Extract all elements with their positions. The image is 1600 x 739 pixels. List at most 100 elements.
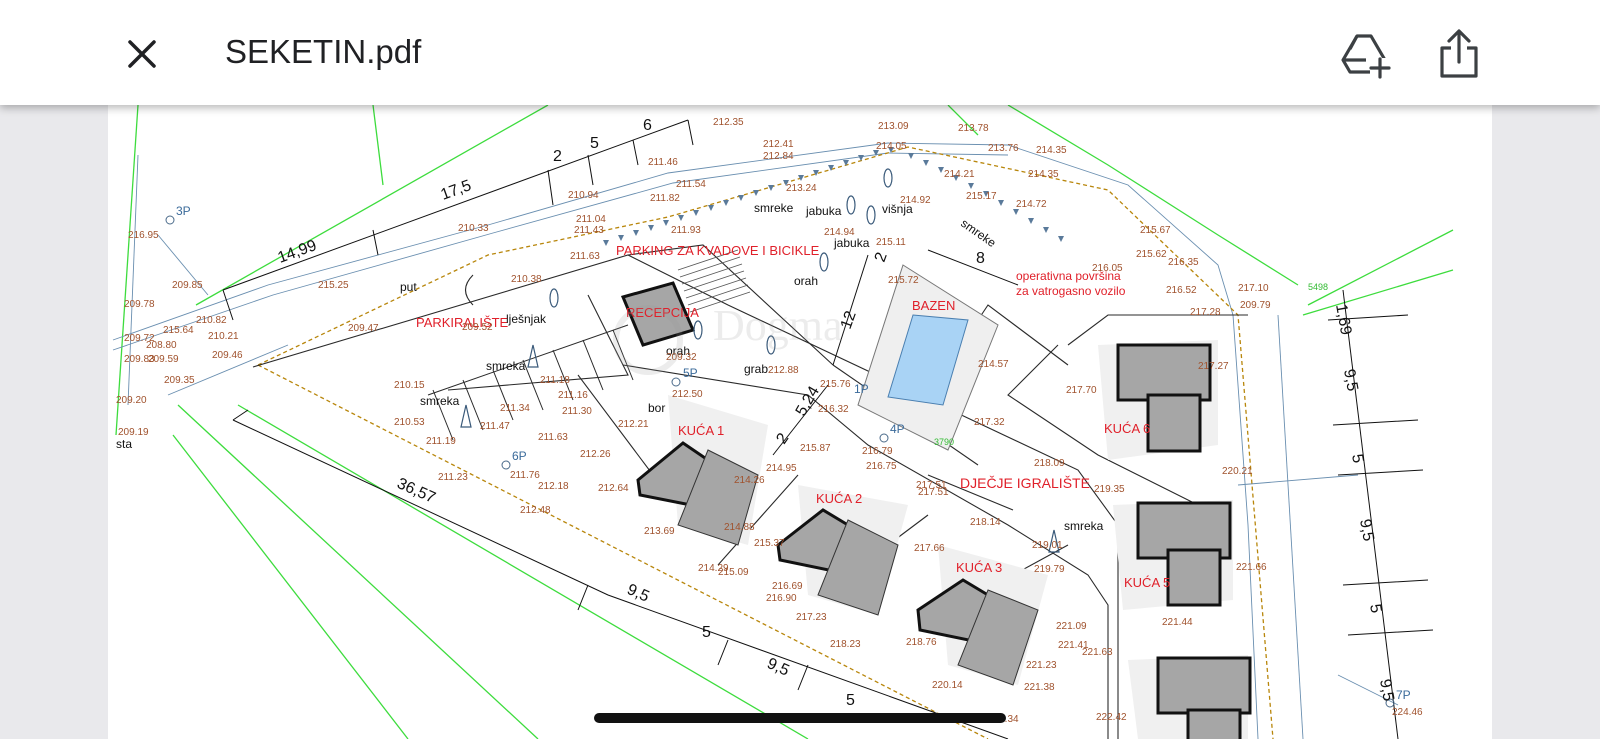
elevation-label: 211.16	[558, 390, 588, 401]
parcel-lines	[112, 142, 1399, 739]
elevation-label: 215.62	[1136, 249, 1167, 260]
zone-parking-bikes: PARKING ZA KVADOVE I BICIKLE	[616, 243, 820, 258]
dim-1-69: 1,69	[1332, 303, 1354, 337]
label-smreka-3: smreka	[1064, 519, 1104, 533]
pdf-page[interactable]: PARKING ZA KVADOVE I BICIKLE RECEPCIJA P…	[108, 105, 1492, 739]
elevation-label: 212.21	[618, 419, 649, 430]
elevation-label: 212.18	[538, 481, 569, 492]
document-title: SEKETIN.pdf	[225, 33, 422, 70]
share-button[interactable]	[1434, 26, 1484, 82]
elevation-label: 216.75	[866, 461, 897, 472]
label-6p: 6P	[512, 449, 527, 463]
elevation-label: 221.09	[1056, 621, 1087, 632]
document-viewer[interactable]: PARKING ZA KVADOVE I BICIKLE RECEPCIJA P…	[0, 105, 1600, 739]
label-orah: orah	[794, 274, 818, 288]
elevation-label: 211.54	[676, 179, 706, 190]
dimension-lines	[222, 119, 1434, 739]
elevation-label: 211.63	[570, 251, 600, 262]
elevation-label: 210.15	[394, 380, 425, 391]
elevation-label: 215.76	[820, 379, 851, 390]
elevation-label: 214.92	[900, 195, 931, 206]
elevation-label: 211.63	[538, 432, 568, 443]
parcel-numbers: 5498 3790	[934, 282, 1328, 447]
label-jabuka-2: jabuka	[833, 236, 870, 250]
dim-5b: 5	[702, 624, 711, 641]
elevation-label: 210.94	[568, 190, 599, 201]
zone-fire-access-2: za vatrogasno vozilo	[1016, 284, 1126, 298]
elevation-label: 215.64	[163, 325, 194, 336]
zone-house-3: KUĆA 3	[956, 560, 1002, 575]
elevation-label: 209.35	[164, 375, 195, 386]
elevation-label: 210.33	[458, 223, 489, 234]
elevation-label: 221.38	[1024, 682, 1055, 693]
elevation-label: 216.95	[128, 230, 159, 241]
elevation-label: 211.34	[500, 403, 530, 414]
label-smreka-2: smreka	[420, 394, 460, 408]
elevation-label: 217.10	[1238, 283, 1269, 294]
elevation-label: 209.32	[666, 352, 697, 363]
elevation-label: 215.25	[318, 280, 349, 291]
dim-9-5b: 9,5	[764, 655, 791, 680]
elevation-label: 211.30	[562, 406, 592, 417]
elevation-label: 218.14	[970, 517, 1001, 528]
elevation-label: 208.80	[146, 340, 177, 351]
feature-labels: smreke smreke jabuka jabuka višnja orah …	[116, 201, 1104, 533]
elevation-label: 221.63	[1082, 647, 1113, 658]
elevation-label: 211.93	[671, 225, 701, 236]
elevation-label: 211.47	[480, 421, 510, 432]
label-1p: 1P	[854, 382, 869, 396]
label-smreke-2: smreke	[958, 216, 999, 250]
elevation-label: 217.27	[1198, 361, 1229, 372]
elevation-label: 212.50	[672, 389, 703, 400]
elevation-label: 214.57	[978, 359, 1009, 370]
dim-6: 6	[643, 117, 652, 134]
home-indicator[interactable]	[594, 713, 1006, 723]
label-3p: 3P	[176, 204, 191, 218]
dim-2b: 2	[773, 430, 792, 447]
dim-9-5d: 9,5	[1356, 518, 1377, 543]
elevation-label: 209.20	[116, 395, 147, 406]
label-bor: bor	[648, 401, 665, 415]
label-smreke: smreke	[754, 201, 794, 215]
elevation-label: 212.84	[763, 151, 794, 162]
elevation-label: 209.46	[212, 350, 243, 361]
elevation-label: 212.64	[598, 483, 629, 494]
elevation-label: 209.59	[148, 354, 179, 365]
elevation-label: 220.14	[932, 680, 963, 691]
zone-labels: PARKING ZA KVADOVE I BICIKLE RECEPCIJA P…	[416, 243, 1170, 590]
zone-pool: BAZEN	[912, 298, 955, 313]
elevation-label: 209.78	[124, 299, 155, 310]
elevation-label: 214.95	[766, 463, 797, 474]
elevation-label: 213.24	[786, 183, 817, 194]
survey-points	[165, 215, 1395, 708]
label-visnja: višnja	[882, 202, 913, 216]
elevation-label: 212.26	[580, 449, 611, 460]
elevation-label: 217.23	[796, 612, 827, 623]
elevation-label: 211.43	[574, 225, 604, 236]
elevation-label: 214.88	[724, 522, 755, 533]
elevation-label: 218.23	[830, 639, 861, 650]
dim-2a: 2	[553, 148, 562, 165]
elevation-label: 213.09	[878, 121, 909, 132]
elevation-label: 217.51	[916, 480, 947, 491]
share-icon	[1440, 29, 1478, 78]
pool	[857, 264, 999, 451]
close-button[interactable]	[118, 30, 166, 78]
elevation-label: 216.32	[818, 404, 849, 415]
elevation-label: 219.35	[1094, 484, 1125, 495]
label-7p: 7P	[1396, 688, 1411, 702]
elevation-label: 212.41	[763, 139, 794, 150]
label-jabuka: jabuka	[805, 204, 842, 218]
tree-icons	[460, 168, 1060, 553]
elevation-label: 224.46	[1392, 707, 1423, 718]
elevation-label: 214.35	[1028, 169, 1059, 180]
elevation-label: 221.41	[1058, 640, 1089, 651]
parcel-5498: 5498	[1308, 282, 1328, 292]
elevation-label: 216.69	[772, 581, 803, 592]
elevation-label: 209.47	[348, 323, 379, 334]
elevation-label: 211.18	[540, 375, 570, 386]
add-to-drive-button[interactable]	[1340, 28, 1392, 80]
elevation-label: 217.70	[1066, 385, 1097, 396]
elevation-label: 220.21	[1222, 466, 1253, 477]
zone-reception: RECEPCIJA	[626, 305, 699, 320]
